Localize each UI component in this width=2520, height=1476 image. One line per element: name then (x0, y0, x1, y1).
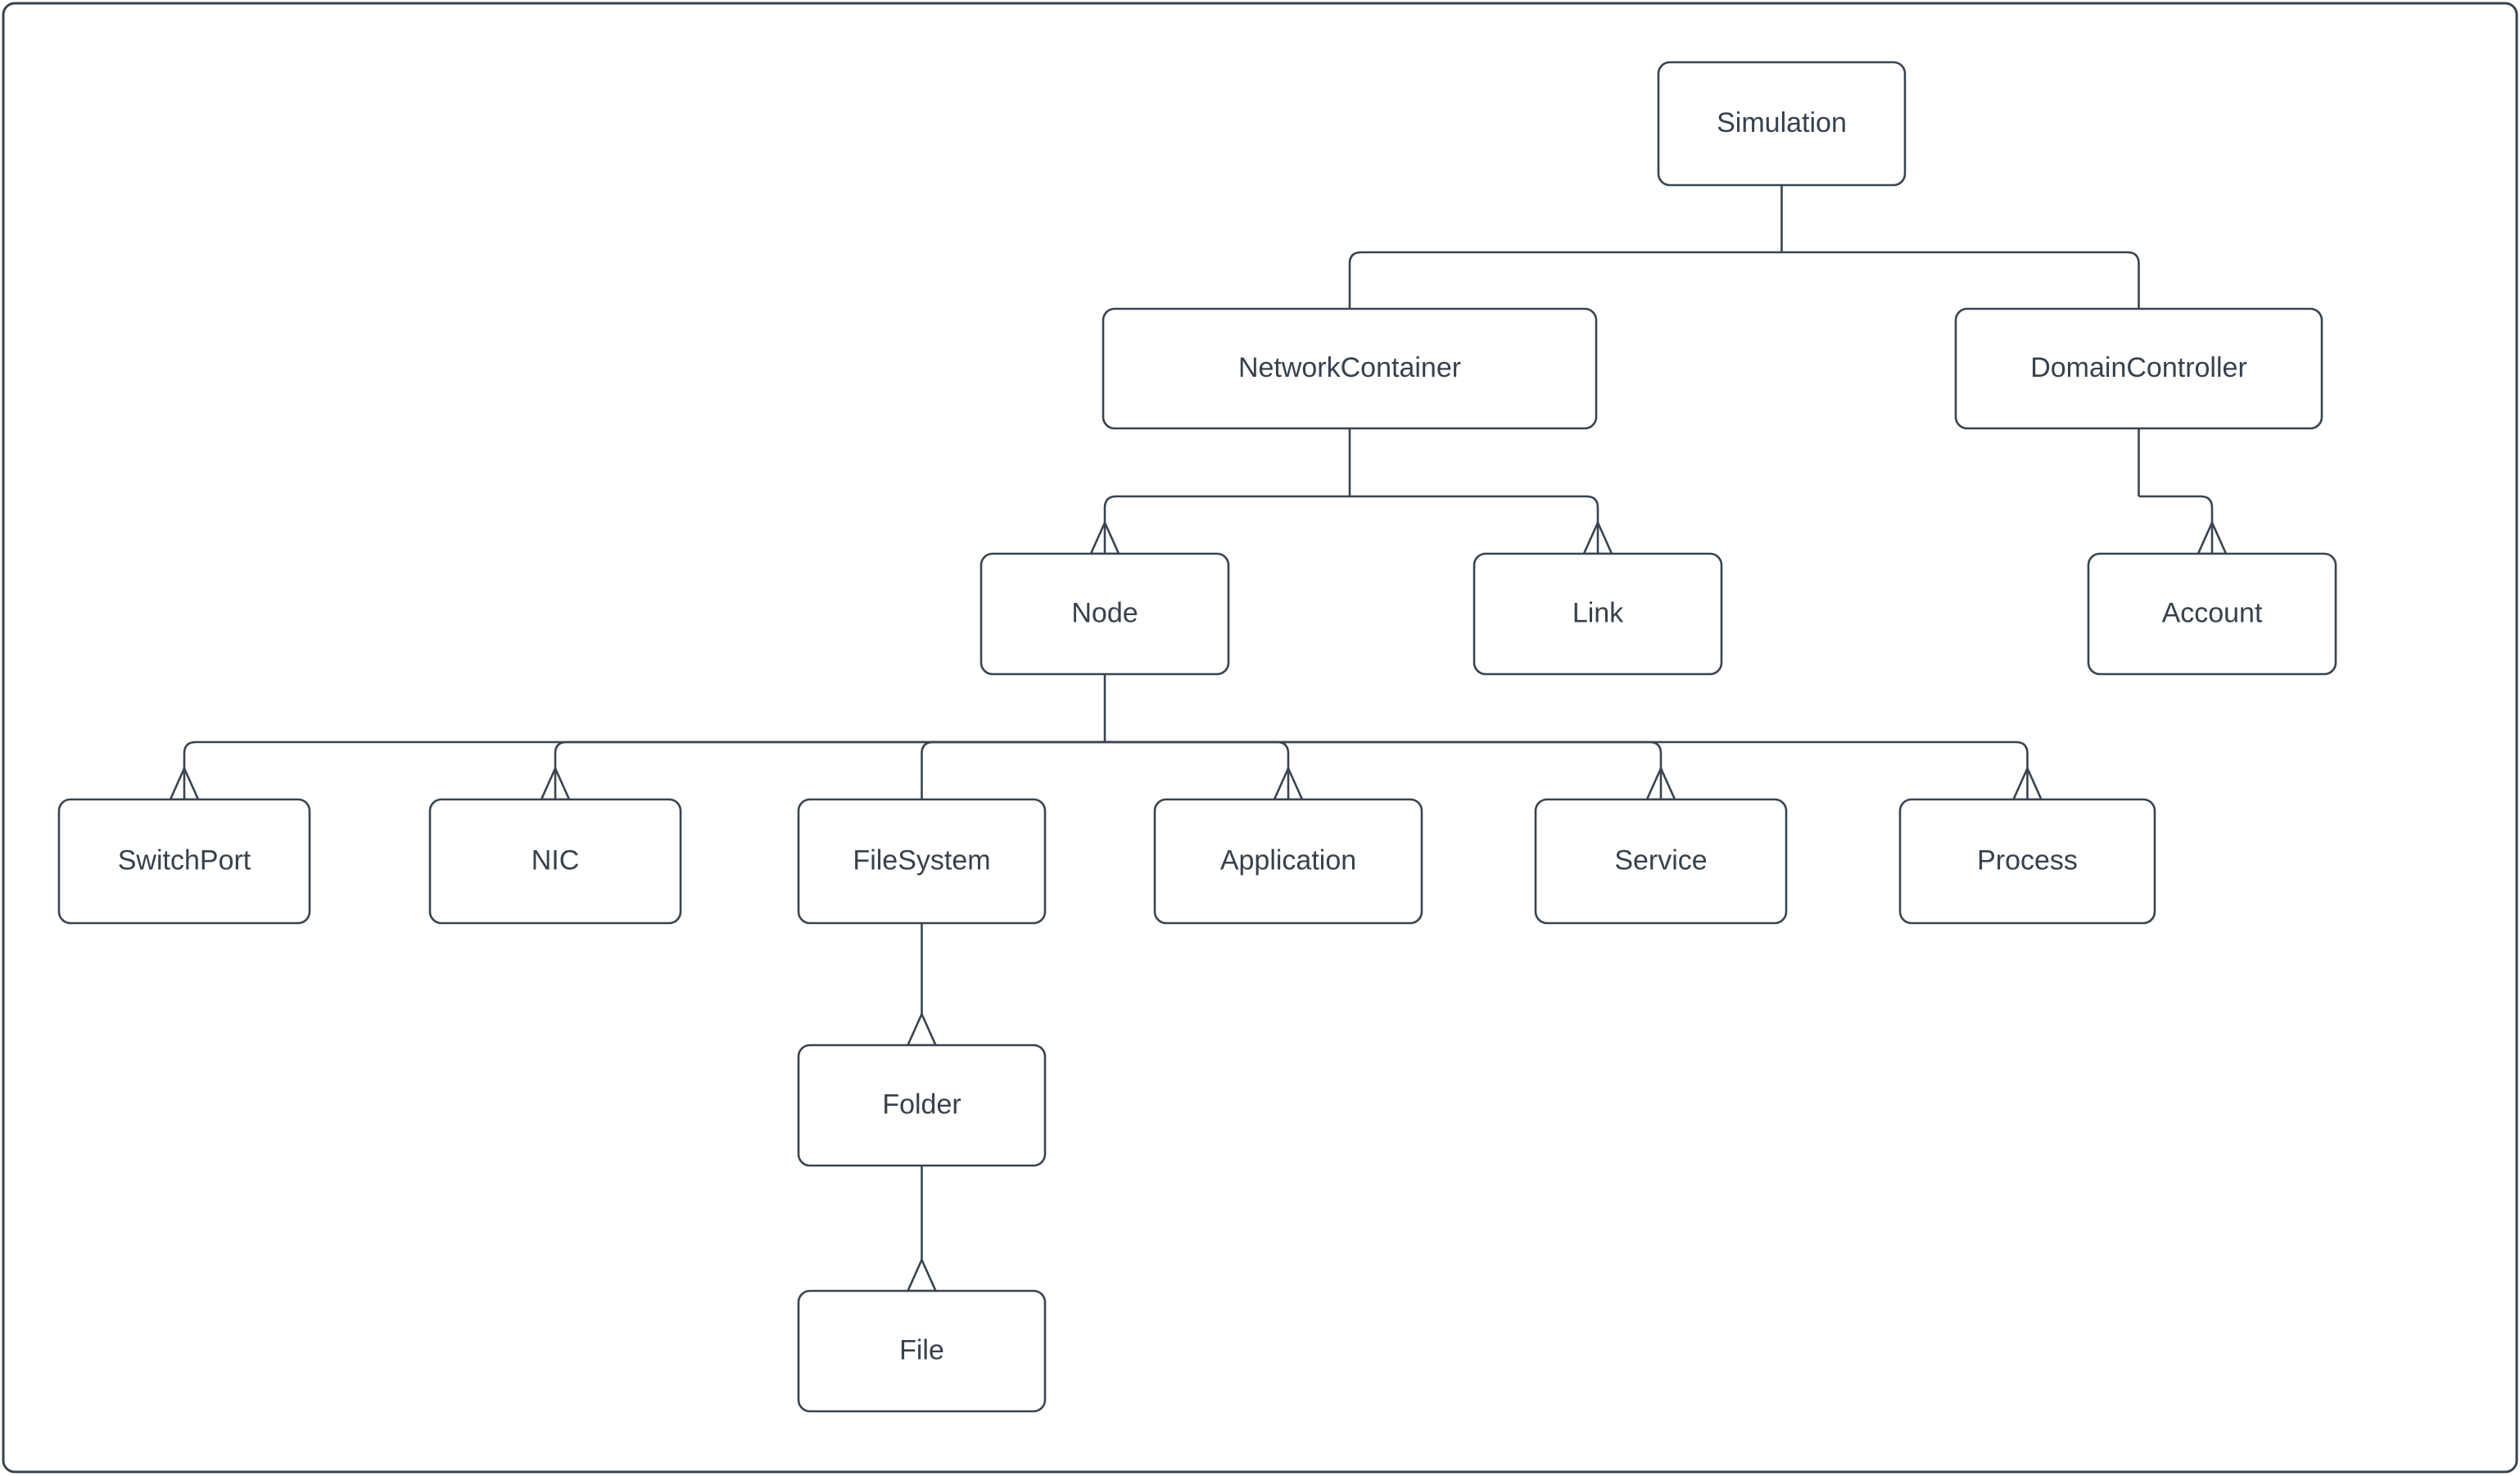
edge-group-networkcontainer (1088, 428, 1614, 555)
class-box-label: File (899, 1334, 944, 1365)
class-box-node[interactable]: Node (979, 552, 1230, 676)
class-box-switchport[interactable]: SwitchPort (57, 798, 311, 925)
class-box-outline (797, 798, 1047, 925)
class-box-outline (2087, 552, 2337, 676)
edge-simulation-to-networkcontainer (1348, 251, 1782, 309)
class-box-outline (1153, 798, 1423, 925)
edge-networkcontainer-to-node (1103, 495, 1350, 523)
class-box-label: FileSystem (853, 844, 990, 876)
class-box-file[interactable]: File (797, 1289, 1047, 1413)
class-box-link[interactable]: Link (1473, 552, 1723, 676)
class-box-outline (1473, 552, 1723, 676)
class-box-service[interactable]: Service (1534, 798, 1788, 925)
class-box-filesystem[interactable]: FileSystem (797, 798, 1047, 925)
class-box-label: NetworkContainer (1238, 352, 1461, 383)
class-box-label: Folder (882, 1089, 961, 1120)
class-box-networkcontainer[interactable]: NetworkContainer (1102, 307, 1598, 430)
class-box-label: Service (1614, 844, 1707, 876)
edge-node-to-process (1105, 740, 2029, 768)
edge-node-to-switchport (183, 740, 1105, 768)
class-box-outline (797, 1289, 1047, 1413)
class-box-label: Node (1071, 597, 1138, 628)
class-box-process[interactable]: Process (1898, 798, 2156, 925)
class-box-label: Account (2162, 597, 2263, 628)
class-box-label: Process (1977, 844, 2078, 876)
class-box-outline (428, 798, 682, 925)
class-box-label: DomainController (2030, 352, 2247, 383)
edge-node-to-filesystem (921, 740, 1105, 799)
class-box-label: SwitchPort (118, 844, 251, 876)
edge-networkcontainer-to-link (1350, 495, 1599, 523)
class-box-outline (979, 552, 1230, 676)
class-box-nic[interactable]: NIC (428, 798, 682, 925)
class-box-account[interactable]: Account (2087, 552, 2337, 676)
edge-group-domaincontroller (2138, 428, 2228, 555)
class-box-label: Simulation (1717, 107, 1847, 138)
class-box-folder[interactable]: Folder (797, 1044, 1047, 1167)
edges-layer (168, 185, 2228, 1293)
class-box-label: NIC (532, 844, 580, 876)
class-box-label: Application (1220, 844, 1356, 876)
edge-simulation-to-domaincontroller (1781, 251, 2140, 309)
class-box-outline (57, 798, 311, 925)
edge-group-simulation (1348, 185, 2140, 309)
edge-node-to-nic (554, 740, 1105, 768)
class-box-outline (1102, 307, 1598, 430)
edge-domaincontroller-to-account (2138, 495, 2214, 523)
class-box-outline (1534, 798, 1788, 925)
class-box-simulation[interactable]: Simulation (1657, 61, 1907, 187)
class-box-outline (797, 1044, 1047, 1167)
class-box-domaincontroller[interactable]: DomainController (1954, 307, 2323, 430)
class-box-label: Link (1572, 597, 1624, 628)
class-box-outline (1898, 798, 2156, 925)
class-box-outline (1954, 307, 2323, 430)
class-box-application[interactable]: Application (1153, 798, 1423, 925)
class-box-outline (1657, 61, 1907, 187)
